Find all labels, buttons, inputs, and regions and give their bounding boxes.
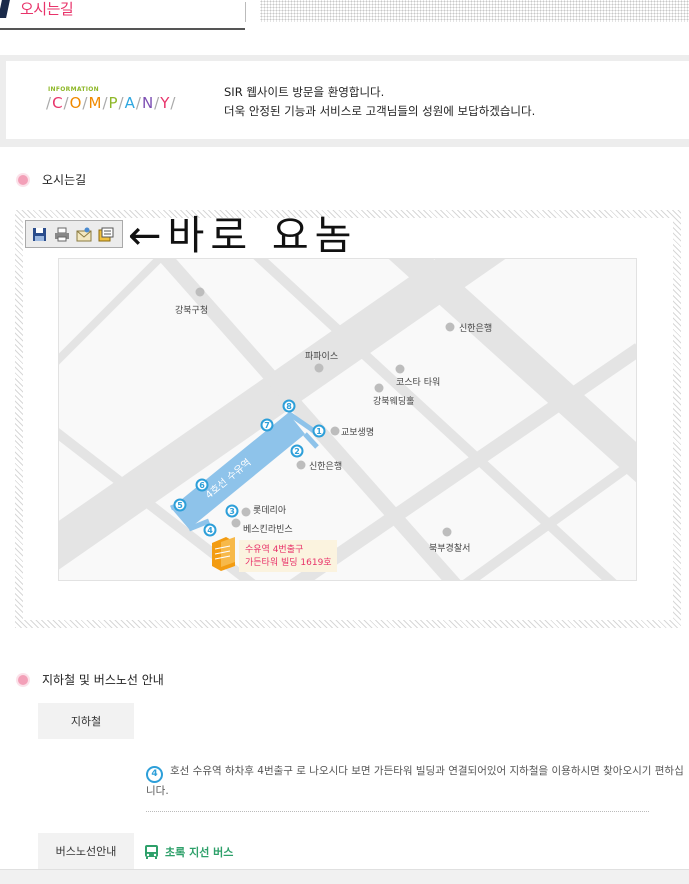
- landmark-label: 파파이스: [305, 351, 338, 362]
- destination-marker: 수유역 4번출구 가든타워 빌딩 1619호: [212, 537, 337, 572]
- transit-heading: 지하철 및 버스노선 안내: [18, 671, 164, 688]
- svg-text:4: 4: [207, 526, 213, 535]
- company-info-inner: INFORMATION /C/O/M/P/A/N/Y/ SIR 웹사이트 방문을…: [6, 61, 689, 139]
- svg-text:3: 3: [229, 507, 235, 516]
- exit-marker: 4: [203, 523, 217, 537]
- svg-text:7: 7: [264, 421, 270, 430]
- header-accent: [0, 0, 10, 18]
- toolbar-annotation: ←바로 요놈: [128, 213, 358, 259]
- welcome-message: SIR 웹사이트 방문을 환영합니다. 더욱 안정된 기능과 서비스로 고객님들…: [224, 83, 535, 121]
- svg-text:6: 6: [199, 481, 205, 490]
- bus-tag: 버스노선안내: [38, 833, 134, 869]
- landmark-label: 신한은행: [309, 460, 342, 472]
- map-toolbar: [25, 220, 123, 248]
- header-underline: [0, 28, 245, 30]
- landmark-label: 롯데리아: [253, 505, 287, 516]
- landmark-label: 강북웨딩홀: [373, 395, 414, 407]
- exit-marker: 7: [260, 418, 274, 432]
- svg-text:2: 2: [294, 447, 300, 456]
- exit-marker: 6: [195, 478, 209, 492]
- map-labels: 강북구청 신한은행 파파이스 코스타 타워 강북웨딩홀 교보생명 신한은행 롯데…: [175, 305, 492, 554]
- bus-directions: 초록 지선 버스: [144, 844, 233, 860]
- svg-text:5: 5: [177, 501, 183, 510]
- directions-heading: 오시는길: [18, 171, 86, 188]
- landmark-label: 교보생명: [341, 427, 374, 438]
- destination-label-1: 수유역 4번출구: [245, 544, 303, 555]
- section-divider: [146, 811, 649, 812]
- svg-text:8: 8: [286, 402, 292, 411]
- landmark-label: 신한은행: [459, 322, 492, 334]
- welcome-line-1: SIR 웹사이트 방문을 환영합니다.: [224, 85, 385, 99]
- brand-caption: INFORMATION: [48, 86, 99, 93]
- exit-markers: 1 2 3 4 5 6 7 8: [173, 399, 326, 537]
- landmark-label: 강북구청: [175, 305, 208, 316]
- company-logo-text: /C/O/M/P/A/N/Y/: [46, 94, 177, 112]
- copy-icon[interactable]: [97, 226, 114, 243]
- destination-label-2: 가든타워 빌딩 1619호: [245, 557, 332, 568]
- page-title: 오시는길: [20, 0, 74, 18]
- email-icon[interactable]: [75, 226, 92, 243]
- exit-marker: 5: [173, 498, 187, 512]
- exit-marker: 3: [225, 504, 239, 518]
- page-header: 오시는길: [0, 0, 689, 30]
- svg-text:1: 1: [316, 427, 322, 436]
- welcome-line-2: 더욱 안정된 기능과 서비스로 고객님들의 성원에 보답하겠습니다.: [224, 104, 536, 118]
- map-roads: [59, 259, 636, 580]
- bus-icon: [144, 844, 159, 860]
- pink-bullet-icon: [18, 675, 28, 685]
- bus-text: 초록 지선 버스: [165, 846, 234, 859]
- print-icon[interactable]: [53, 226, 70, 243]
- exit-marker: 8: [282, 399, 296, 413]
- save-icon[interactable]: [31, 226, 48, 243]
- landmark-label: 북부경찰서: [429, 542, 470, 554]
- map-canvas: 4호선 수유역 강북구청 신한은행 파파이스 코스타 타워 강북웨딩홀 교보생명…: [59, 259, 636, 580]
- exit-marker: 1: [312, 424, 326, 438]
- line-4-icon: 4: [146, 766, 163, 783]
- subway-text: 호선 수유역 하차후 4번출구 로 나오시다 보면 가든타워 빌딩과 연결되어있…: [146, 765, 684, 797]
- exit-marker: 2: [290, 444, 304, 458]
- landmark-label: 코스타 타워: [396, 377, 440, 388]
- map-markers: [195, 287, 455, 537]
- header-pattern: [260, 0, 689, 22]
- landmark-label: 베스킨라빈스: [243, 524, 293, 535]
- location-map[interactable]: 4호선 수유역 강북구청 신한은행 파파이스 코스타 타워 강북웨딩홀 교보생명…: [58, 258, 637, 581]
- pink-bullet-icon: [18, 175, 28, 185]
- company-info-box: INFORMATION /C/O/M/P/A/N/Y/ SIR 웹사이트 방문을…: [0, 55, 689, 147]
- station-platform: 4호선 수유역: [170, 410, 319, 532]
- subway-tag: 지하철: [38, 703, 134, 739]
- horizontal-scrollbar[interactable]: [0, 869, 689, 884]
- header-divider: [245, 2, 246, 22]
